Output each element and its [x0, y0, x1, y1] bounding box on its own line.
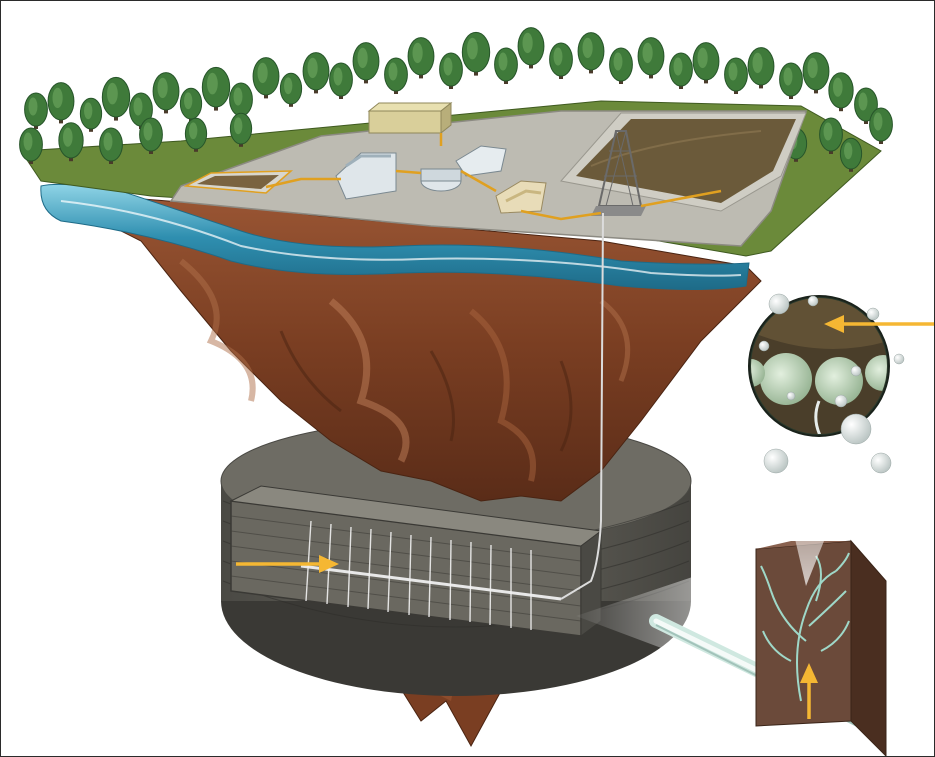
storage-trailer	[367, 101, 453, 135]
tree	[549, 42, 573, 79]
drilling-rig	[591, 130, 646, 216]
arrow-up-icon	[800, 663, 818, 719]
tree	[439, 52, 463, 89]
tree	[129, 92, 153, 129]
tree	[517, 27, 545, 69]
tree	[179, 87, 203, 122]
tree	[384, 57, 408, 94]
magnified-rock-block	[755, 539, 887, 756]
zoom-cone	[771, 436, 866, 586]
soil-texture	[179, 258, 631, 482]
vertical-wellbore	[560, 212, 604, 600]
tree	[819, 117, 843, 154]
tree	[152, 72, 180, 114]
tree	[99, 127, 123, 164]
sand-trucks	[495, 180, 547, 214]
bubble-icon	[850, 365, 862, 377]
tree	[58, 122, 84, 162]
bubble-icon	[834, 394, 848, 408]
wastewater-pond	[560, 112, 807, 212]
tree	[252, 57, 280, 99]
separator-tanks	[420, 145, 507, 192]
gas-bubbles	[758, 293, 905, 474]
bubble-icon	[786, 391, 796, 401]
tree	[139, 117, 163, 154]
bubble-icon	[866, 307, 880, 321]
tree	[329, 62, 353, 99]
tree	[494, 47, 518, 84]
tree	[302, 52, 330, 94]
tree	[692, 42, 720, 84]
arrow-left-icon	[824, 315, 934, 333]
bubble-icon	[763, 448, 789, 474]
tree	[577, 32, 605, 74]
bubble-icon	[893, 353, 905, 365]
mixing-pit	[183, 170, 294, 194]
tree	[79, 97, 103, 132]
tree	[839, 137, 863, 172]
fracture-cutaway-block	[229, 485, 603, 637]
tree	[802, 52, 830, 94]
arrow-right-icon	[236, 555, 339, 573]
tree	[201, 66, 231, 111]
tree	[669, 52, 693, 89]
tree	[747, 47, 775, 89]
tree	[637, 37, 665, 79]
bubble-icon	[870, 452, 892, 474]
tree	[779, 62, 803, 99]
tree	[609, 47, 633, 84]
forest	[19, 27, 893, 172]
tree	[407, 37, 435, 79]
bubble-icon	[768, 293, 790, 315]
tree	[101, 76, 131, 121]
tree	[869, 107, 893, 144]
bubble-icon	[840, 413, 872, 445]
tree	[828, 72, 854, 112]
tree	[461, 31, 491, 76]
tree	[229, 112, 253, 147]
tree	[352, 42, 380, 84]
tree	[47, 82, 75, 124]
tree	[854, 87, 878, 124]
pump-truck-1	[335, 152, 397, 200]
aquifer-highlight	[60, 200, 742, 277]
tree	[184, 117, 208, 152]
fracture-network	[760, 552, 850, 702]
tree	[724, 57, 748, 94]
bubble-icon	[758, 340, 770, 352]
bubble-icon	[807, 295, 819, 307]
tree	[279, 72, 303, 107]
tree	[24, 92, 48, 129]
pipelines	[265, 133, 722, 221]
tree	[19, 127, 43, 164]
tree	[229, 82, 253, 119]
